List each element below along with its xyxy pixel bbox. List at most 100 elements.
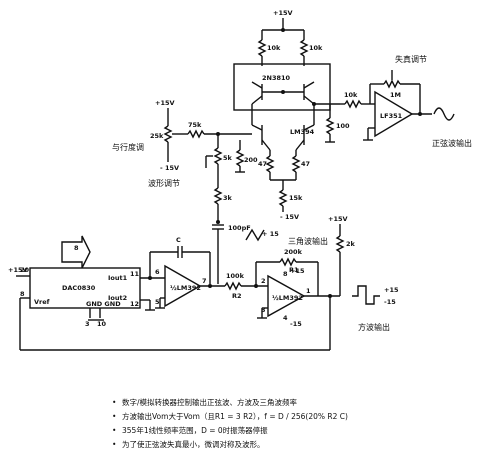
pin-p6: 6 <box>155 268 160 276</box>
pin-p12: 12 <box>130 300 139 308</box>
note-item: 为了使正弦波失真最小，微调对称及波形。 <box>112 440 472 450</box>
resistor-2k <box>335 235 345 253</box>
resistor-15k <box>278 189 288 207</box>
transistor-emitter <box>303 81 315 89</box>
label-dac-supply: +15V <box>8 266 28 274</box>
sine-wave-icon <box>433 107 455 121</box>
transistor-emitter <box>261 139 271 151</box>
label-square-output: 方波输出 <box>358 322 390 332</box>
label-symmetry-adjust: 波形调节 <box>148 178 180 188</box>
label-iout1: Iout1 <box>108 274 128 282</box>
supply-label-pot: +15V <box>155 99 175 107</box>
label-sine-output: 正弦波输出 <box>432 138 472 148</box>
dac0830-block <box>29 267 141 309</box>
label-r10k-left: 10k <box>267 44 281 52</box>
pin-p3: 3 <box>85 320 90 328</box>
label-r2: R2 <box>232 292 242 300</box>
supply-label-pot-neg: - 15V <box>160 164 179 172</box>
resistor-75k <box>187 129 205 139</box>
opamp-lm392-comparator <box>267 274 306 318</box>
resistor-100k <box>224 281 242 291</box>
label-c100pf: 100pF <box>228 224 251 232</box>
junction-dot <box>216 220 220 224</box>
label-freq-adjust: 与行度调 <box>112 142 144 152</box>
transistor-pair-box <box>233 63 331 111</box>
resistor-47-left <box>265 155 275 173</box>
pin-p8: 8 <box>283 270 288 278</box>
opamp-lm392-integrator <box>164 264 202 308</box>
pin-p1: 1 <box>306 287 311 295</box>
transistor-emitter <box>295 139 305 151</box>
label-r200: 200 <box>244 156 258 164</box>
transistor-collector <box>251 95 263 105</box>
label-r10k-right: 10k <box>309 44 323 52</box>
supply-comp-minus: -15 <box>290 320 302 328</box>
label-r100: 100 <box>336 122 350 130</box>
triangle-wave-icon <box>245 228 265 242</box>
label-r1: R1 <box>289 266 299 274</box>
supply-label-minus15: - 15V <box>280 213 299 221</box>
junction-dot <box>281 90 285 94</box>
pin-p11: 11 <box>130 270 140 278</box>
transistor-emitter <box>251 81 263 89</box>
digital-input-arrow <box>61 235 91 269</box>
pin-p5: 5 <box>155 298 160 306</box>
label-triangle-out-supply: + 15 <box>262 230 279 238</box>
supply-label-top: +15V <box>273 9 293 17</box>
opamp-lf351 <box>374 90 414 138</box>
label-lm392-b: ½LM392 <box>272 294 303 302</box>
junction-dot <box>208 284 212 288</box>
label-r200k: 200k <box>284 248 303 256</box>
note-item: 数字/模拟转换器控制输出正弦波、方波及三角波频率 <box>112 398 472 408</box>
resistor-3k <box>213 187 223 205</box>
label-distortion-adjust: 失真调节 <box>395 54 427 64</box>
label-r2k: 2k <box>346 240 356 248</box>
pin-dac-vref: 8 <box>20 290 25 298</box>
label-r47-left: 47 <box>258 160 267 168</box>
label-r5k: 5k <box>223 154 233 162</box>
label-dac: DAC0830 <box>62 284 96 292</box>
label-lf351: LF351 <box>380 112 403 120</box>
supply-pullup: +15V <box>328 215 348 223</box>
pot-25k <box>163 125 173 143</box>
label-r75k: 75k <box>188 121 202 129</box>
bus-label: 8 <box>74 244 79 252</box>
label-r15k: 15k <box>289 194 303 202</box>
pin-p4: 4 <box>283 314 288 322</box>
resistor-10k-left <box>257 39 267 57</box>
note-item: 方波输出Vom大于Vom（且R1 = 3 R2），f = D / 256(20%… <box>112 412 472 422</box>
square-wave-icon <box>352 285 380 305</box>
resistor-1m <box>383 79 401 89</box>
resistor-100 <box>325 117 335 135</box>
label-r3k: 3k <box>223 194 233 202</box>
transistor-collector <box>251 124 263 131</box>
transistor-collector <box>303 124 315 131</box>
pin-dac-vcc: 20 <box>20 266 30 274</box>
supply-comp-plus: +15 <box>290 267 305 275</box>
junction-dot <box>418 112 422 116</box>
notes-list: 数字/模拟转换器控制输出正弦波、方波及三角波频率 方波输出Vom大于Vom（且R… <box>112 398 472 454</box>
resistor-47-right <box>291 155 301 173</box>
resistor-10k-right <box>299 39 309 57</box>
note-item: 355年1线性频率范围，D = 0时振荡器停振 <box>112 426 472 436</box>
label-r10k-out: 10k <box>344 91 358 99</box>
resistor-200 <box>235 149 245 167</box>
junction-dot <box>312 102 316 106</box>
label-iout2: Iout2 <box>108 294 127 302</box>
label-triangle-output: 三角波输出 <box>288 236 328 246</box>
resistor-200k <box>279 257 297 267</box>
label-r100k: 100k <box>226 272 245 280</box>
label-vref: Vref <box>34 298 50 306</box>
junction-dot <box>148 276 152 280</box>
pin-p10: 10 <box>97 320 107 328</box>
label-q-pair: 2N3810 <box>262 74 291 82</box>
resistor-10k-out <box>344 99 362 109</box>
label-r47-right: 47 <box>301 160 310 168</box>
label-lm392-a: ½LM392 <box>170 284 201 292</box>
junction-dot <box>281 28 285 32</box>
pot-5k <box>213 147 223 165</box>
label-square-lo: -15 <box>384 298 396 306</box>
label-cap-c: C <box>176 236 181 244</box>
label-gnd-pins: GND GND <box>86 300 121 308</box>
